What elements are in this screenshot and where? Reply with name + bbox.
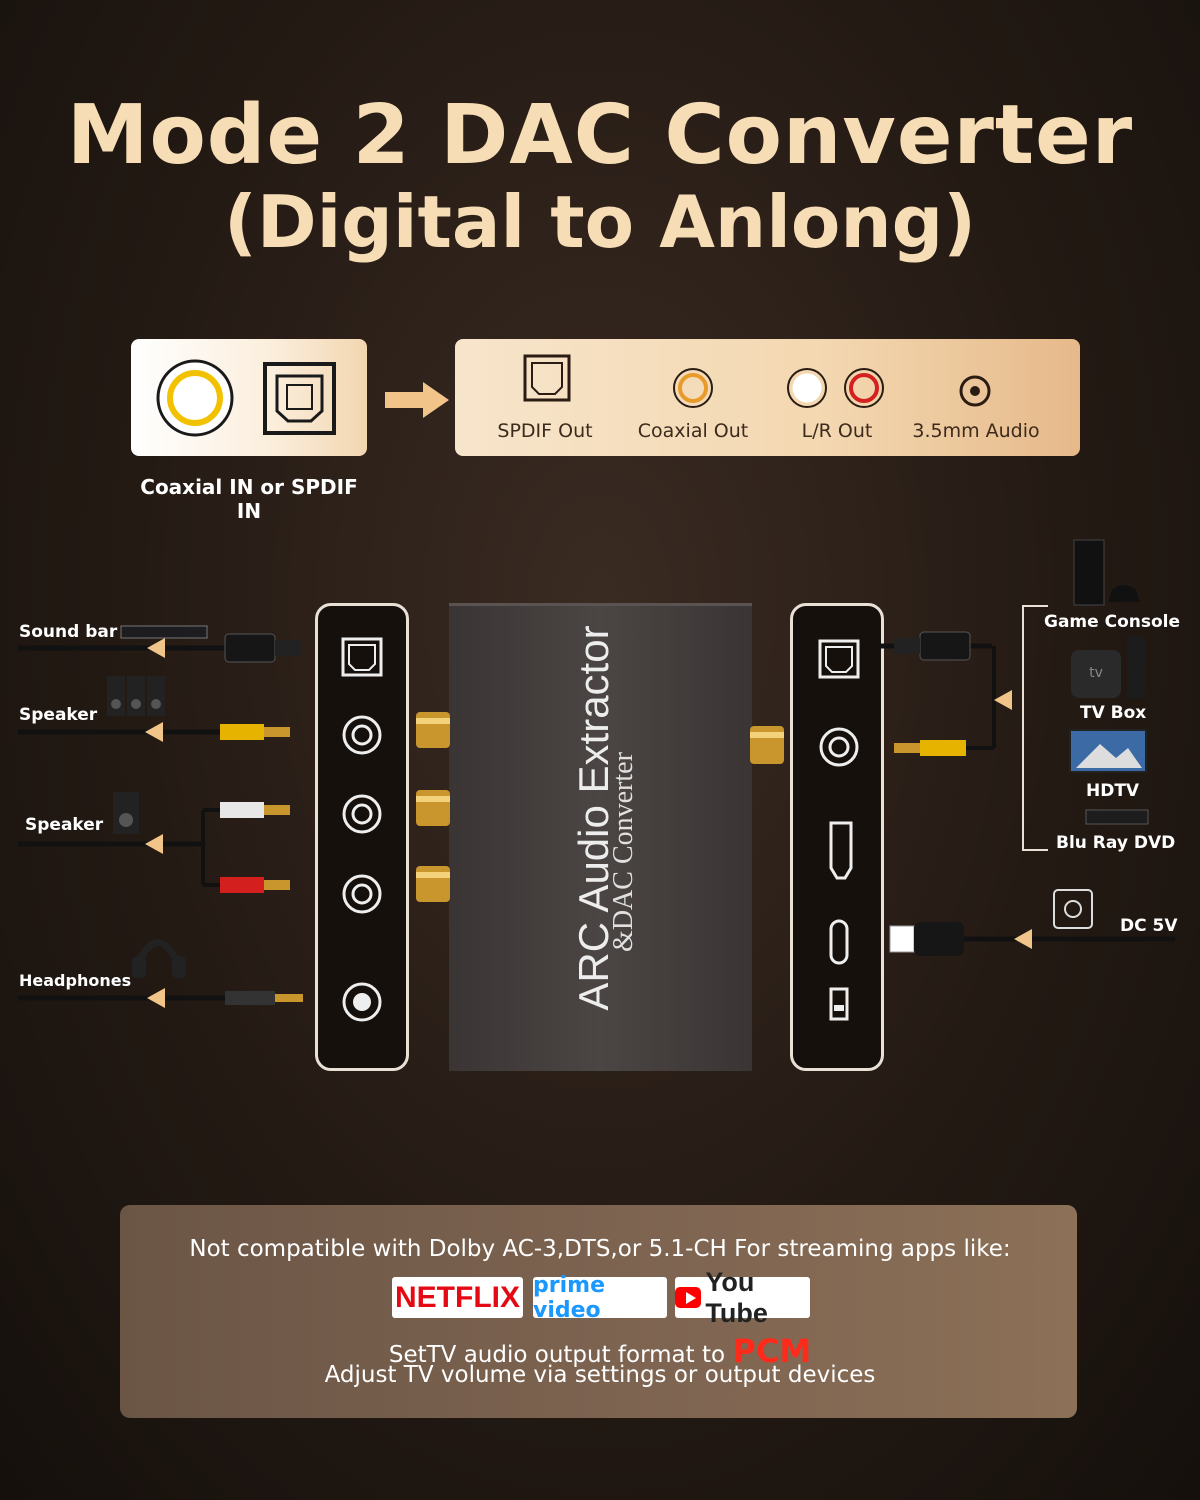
- arrow-left-icon: [145, 834, 163, 854]
- note-line-2: SetTV audio output format to PCM: [0, 1332, 1200, 1370]
- left-connections: [18, 625, 303, 1008]
- usb-c-plug-icon: [889, 922, 964, 956]
- power-adapter-icon: [1053, 889, 1093, 929]
- left-gold-sockets: [416, 712, 450, 902]
- arrow-left-icon: [147, 638, 165, 658]
- rca-port-red-icon: [342, 874, 382, 914]
- hdtv-icon: [1069, 729, 1147, 773]
- device-subtitle: &DAC Converter: [608, 752, 639, 952]
- left-panel-ports: [341, 637, 383, 1022]
- output-label-35mm: 3.5mm Audio: [912, 420, 1040, 442]
- optical-port-icon: [818, 639, 860, 679]
- blu-ray-player-icon: [1085, 809, 1149, 825]
- left-device-speaker-1: Speaker: [19, 705, 98, 725]
- aux-plug-icon: [225, 991, 303, 1005]
- headphones-icon: [132, 939, 186, 978]
- game-console-icon: [1073, 539, 1140, 606]
- output-label-coaxial: Coaxial Out: [637, 420, 749, 442]
- optical-port-icon: [341, 637, 383, 677]
- youtube-logo: You Tube: [675, 1267, 810, 1328]
- arrow-left-icon: [994, 690, 1012, 710]
- prime-video-logo: prime video: [533, 1273, 667, 1323]
- note-line-2-prefix: SetTV audio output format to: [388, 1342, 733, 1368]
- rca-port-white-icon: [342, 794, 382, 834]
- optical-cable-icon: [224, 633, 301, 663]
- right-device-dc-5v: DC 5V: [1120, 916, 1178, 936]
- optical-port-icon: [523, 354, 571, 402]
- output-ports-box: SPDIF Out Coaxial Out L/R Out 3.5mm Audi…: [455, 339, 1080, 456]
- output-label-spdif: SPDIF Out: [497, 420, 593, 442]
- coaxial-port-icon: [673, 368, 713, 408]
- hdmi-port-icon: [829, 821, 853, 880]
- right-device-tv-box: TV Box: [1080, 703, 1147, 723]
- headphone-jack-icon: [959, 375, 991, 407]
- arrow-left-icon: [147, 988, 165, 1008]
- youtube-logo-text: You Tube: [705, 1266, 768, 1328]
- input-ports-icons: [156, 359, 336, 437]
- tv-box-icon: [1071, 636, 1145, 698]
- right-panel-ports: [818, 639, 860, 1021]
- lr-rca-port-icon: [787, 368, 884, 408]
- red-rca-plug-icon: [220, 877, 290, 893]
- arrow-left-icon: [1014, 929, 1032, 949]
- right-device-game-console: Game Console: [1044, 612, 1180, 632]
- left-device-headphones: Headphones: [19, 971, 132, 990]
- coaxial-port-icon: [819, 727, 859, 767]
- arrow-right-icon: [385, 382, 449, 418]
- white-rca-plug-icon: [220, 802, 290, 818]
- note-line-3: Adjust TV volume via settings or output …: [324, 1362, 876, 1388]
- page-subtitle: (Digital to Anlong): [223, 180, 977, 264]
- usb-c-port-icon: [829, 919, 849, 965]
- input-ports-box: [131, 339, 367, 456]
- pcm-highlight: PCM: [732, 1332, 812, 1370]
- output-ports-icons: [523, 354, 991, 408]
- note-line-1: Not compatible with Dolby AC-3,DTS,or 5.…: [189, 1236, 1011, 1262]
- tv-box-mark: tv: [1089, 665, 1103, 681]
- right-device-hdtv: HDTV: [1086, 781, 1140, 801]
- right-connections: tv: [880, 539, 1175, 956]
- arrow-left-icon: [145, 722, 163, 742]
- output-label-lr: L/R Out: [801, 420, 873, 442]
- yellow-rca-plug-icon: [220, 724, 290, 740]
- left-device-speaker-2: Speaker: [25, 815, 104, 835]
- page-title: Mode 2 DAC Converter: [66, 88, 1134, 183]
- speaker-set-icon: [107, 676, 165, 716]
- youtube-play-icon: [675, 1287, 702, 1308]
- coaxial-port-icon: [342, 715, 382, 755]
- right-gold-socket: [750, 726, 784, 764]
- optical-cable-icon: [894, 631, 971, 661]
- sound-bar-icon: [120, 625, 208, 639]
- netflix-logo: NETFLIX: [392, 1277, 523, 1318]
- spdif-in-icon: [263, 362, 336, 435]
- bookshelf-speaker-icon: [113, 792, 139, 834]
- yellow-rca-plug-icon: [894, 740, 966, 756]
- left-device-sound-bar: Sound bar: [19, 622, 118, 642]
- input-label: Coaxial IN or SPDIF IN: [140, 475, 358, 523]
- headphone-jack-icon: [342, 982, 382, 1022]
- mode-switch-icon: [829, 987, 849, 1021]
- right-port-panel: [790, 603, 884, 1071]
- converter-device: ARC Audio Extractor &DAC Converter: [449, 603, 752, 1071]
- coaxial-in-icon: [156, 359, 234, 437]
- right-device-blu-ray: Blu Ray DVD: [1056, 833, 1176, 853]
- left-port-panel: [315, 603, 409, 1071]
